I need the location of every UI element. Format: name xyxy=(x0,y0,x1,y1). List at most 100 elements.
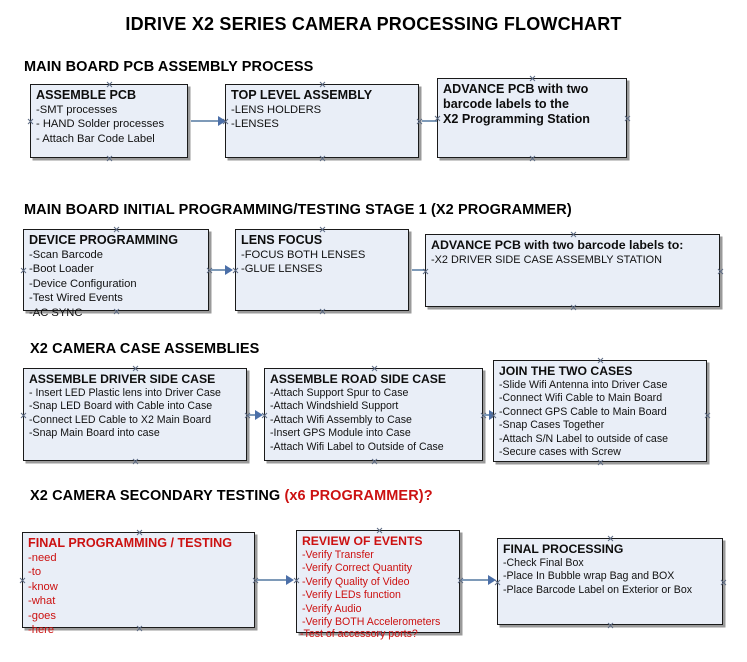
node-line: -Scan Barcode xyxy=(29,249,104,261)
node-line: -Snap LED Board with Cable into Case xyxy=(29,400,213,413)
node-line: -what xyxy=(28,595,56,608)
section-title-main-board-initial-programming: MAIN BOARD INITIAL PROGRAMMING/TESTING S… xyxy=(24,202,572,218)
connector-handle-left[interactable] xyxy=(20,267,27,274)
node-line: -Insert GPS Module into Case xyxy=(270,427,411,440)
node-final-programming-testing[interactable]: FINAL PROGRAMMING / TESTING -need -to -k… xyxy=(19,529,255,636)
connector-line xyxy=(257,579,288,581)
node-line: -Connect LED Cable to X2 Main Board xyxy=(29,413,211,426)
connector-line xyxy=(211,269,227,271)
connector-handle-top[interactable] xyxy=(113,226,120,233)
connector-handle-left[interactable] xyxy=(293,577,300,584)
connector-handle-left[interactable] xyxy=(222,118,229,125)
connector-handle-bottom[interactable] xyxy=(113,308,120,315)
connector-handle-top[interactable] xyxy=(597,357,604,364)
connector-handle-top[interactable] xyxy=(376,527,383,534)
connector-handle-right[interactable] xyxy=(720,579,727,586)
node-assemble-driver-side-case[interactable]: ASSEMBLE DRIVER SIDE CASE - Insert LED P… xyxy=(23,368,247,461)
node-line: -Device Configuration xyxy=(29,277,137,290)
node-device-programming[interactable]: DEVICE PROGRAMMING -Scan Barcode -Boot L… xyxy=(20,226,209,319)
connector-handle-top[interactable] xyxy=(106,81,113,88)
connector-handle-right[interactable] xyxy=(717,268,724,275)
connector-handle-top[interactable] xyxy=(319,81,326,88)
node-line: - HAND Solder processes xyxy=(36,118,165,131)
node-lens-focus[interactable]: LENS FOCUS -FOCUS BOTH LENSES -GLUE LENS… xyxy=(235,229,409,311)
node-assemble-pcb[interactable]: ASSEMBLE PCB -SMT processes - HAND Solde… xyxy=(30,84,188,158)
connector-handle-bottom[interactable] xyxy=(319,155,326,162)
node-title: ADVANCE PCB with two barcode labels to: xyxy=(431,238,684,252)
connector-handle-top[interactable] xyxy=(529,75,536,82)
connector-handle-left[interactable] xyxy=(261,412,268,419)
node-line: -Verify Audio xyxy=(302,602,362,615)
node-advance-pcb-to-programming-station[interactable]: ADVANCE PCB with two barcode labels to t… xyxy=(437,78,627,158)
connector-handle-left[interactable] xyxy=(422,268,429,275)
node-advance-pcb-to-driver-side-case[interactable]: ADVANCE PCB with two barcode labels to: … xyxy=(425,234,720,307)
node-line: -Secure cases with Screw xyxy=(499,446,621,459)
node-line: -Attach S/N Label to outside of case xyxy=(499,432,669,445)
section-title-text: MAIN BOARD PCB ASSEMBLY PROCESS xyxy=(24,59,314,75)
node-final-processing[interactable]: FINAL PROCESSING -Check Final Box -Place… xyxy=(497,538,723,625)
node-line: -Attach Wifi Assembly to Case xyxy=(270,413,412,426)
node-review-of-events[interactable]: REVIEW OF EVENTS -Verify Transfer -Verif… xyxy=(296,530,460,633)
connector-handle-top[interactable] xyxy=(132,365,139,372)
connector-handle-left[interactable] xyxy=(494,579,501,586)
page-title: IDRIVE X2 SERIES CAMERA PROCESSING FLOWC… xyxy=(125,14,622,34)
node-line: -here xyxy=(28,624,55,637)
connector-handle-bottom[interactable] xyxy=(607,622,614,629)
node-join-the-two-cases[interactable]: JOIN THE TWO CASES -Slide Wifi Antenna i… xyxy=(493,360,707,462)
connector-arrowhead xyxy=(225,265,233,275)
node-line: -X2 DRIVER SIDE CASE ASSEMBLY STATION xyxy=(431,254,662,266)
node-line: -FOCUS BOTH LENSES xyxy=(241,249,366,261)
node-line: -LENSES xyxy=(231,118,279,131)
node-line: -know xyxy=(28,580,58,593)
node-line: -SMT processes xyxy=(36,104,118,116)
node-line: -Attach Windshield Support xyxy=(270,400,399,413)
connector-handle-bottom[interactable] xyxy=(570,304,577,311)
connector-handle-bottom[interactable] xyxy=(132,458,139,465)
node-line: barcode labels to the xyxy=(443,97,569,111)
connector-handle-left[interactable] xyxy=(232,267,239,274)
connector-handle-bottom[interactable] xyxy=(136,625,143,632)
section-title-text: MAIN BOARD INITIAL PROGRAMMING/TESTING S… xyxy=(24,202,572,218)
node-line: -Snap Cases Together xyxy=(499,419,605,432)
connector-handle-top[interactable] xyxy=(319,226,326,233)
connector-line xyxy=(462,579,490,581)
node-title: JOIN THE TWO CASES xyxy=(499,364,633,378)
connector-arrowhead xyxy=(255,410,263,420)
node-title: DEVICE PROGRAMMING xyxy=(29,233,179,247)
node-line: - Insert LED Plastic lens into Driver Ca… xyxy=(29,386,221,399)
connector-handle-top[interactable] xyxy=(607,535,614,542)
connector-handle-right[interactable] xyxy=(624,115,631,122)
connector-handle-bottom[interactable] xyxy=(529,155,536,162)
node-title: LENS FOCUS xyxy=(241,233,323,247)
connector-handle-left[interactable] xyxy=(27,118,34,125)
connector-handle-bottom[interactable] xyxy=(106,155,113,162)
connector-handle-top[interactable] xyxy=(136,529,143,536)
connector-handle-left[interactable] xyxy=(19,577,26,584)
connector-handle-left[interactable] xyxy=(490,412,497,419)
section-title-x2-camera-case-assemblies: X2 CAMERA CASE ASSEMBLIES xyxy=(30,341,259,357)
connector-handle-top[interactable] xyxy=(371,365,378,372)
connector-handle-left[interactable] xyxy=(434,115,441,122)
node-line: -goes xyxy=(28,609,56,622)
node-assemble-road-side-case[interactable]: ASSEMBLE ROAD SIDE CASE -Attach Support … xyxy=(264,368,483,461)
node-line: -to xyxy=(28,566,42,579)
connector-handle-bottom[interactable] xyxy=(371,458,378,465)
node-line: -Verify BOTH Accelerometers xyxy=(302,616,441,629)
connector-handle-left[interactable] xyxy=(20,412,27,419)
node-line: -Attach Wifi Label to Outside of Case xyxy=(270,440,444,453)
connector-handle-bottom[interactable] xyxy=(597,459,604,466)
section-title-text: X2 CAMERA SECONDARY TESTING xyxy=(30,488,285,504)
connector-handle-top[interactable] xyxy=(570,231,577,238)
node-title: FINAL PROCESSING xyxy=(503,542,624,556)
node-line-overflow: -Test of accessory ports? xyxy=(300,628,418,640)
node-title: REVIEW OF EVENTS xyxy=(302,534,423,548)
connector-handle-right[interactable] xyxy=(704,412,711,419)
node-line: -need xyxy=(28,552,57,564)
node-line: -Test Wired Events xyxy=(29,292,123,305)
node-line: -Connect GPS Cable to Main Board xyxy=(499,405,667,418)
node-title: ASSEMBLE ROAD SIDE CASE xyxy=(270,372,447,386)
node-top-level-assembly[interactable]: TOP LEVEL ASSEMBLY -LENS HOLDERS -LENSES xyxy=(225,84,419,158)
node-line: X2 Programming Station xyxy=(443,112,590,126)
connector-handle-bottom[interactable] xyxy=(319,308,326,315)
